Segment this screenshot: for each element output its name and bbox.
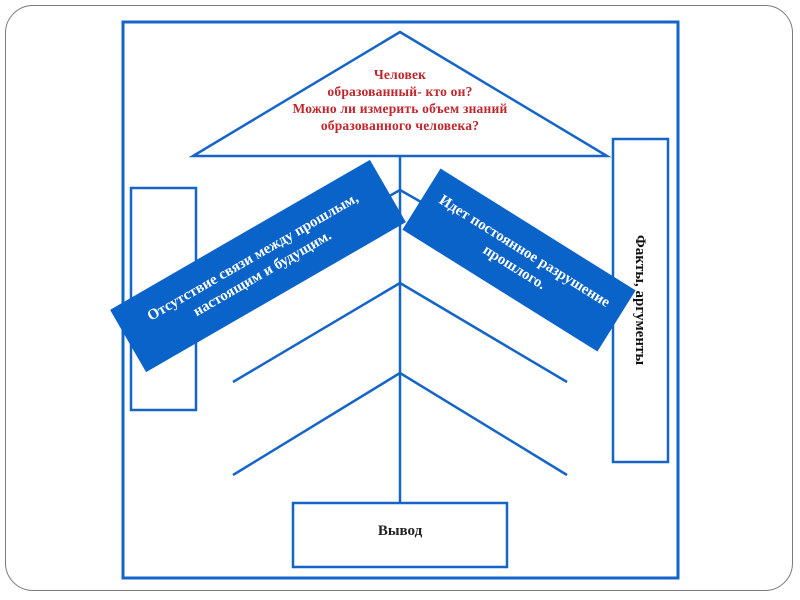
slide-frame <box>5 5 793 591</box>
branch-right-3 <box>399 371 568 477</box>
roof-line-3: Можно ли измерить объем знаний <box>292 101 508 116</box>
right-box-label: Факты, аргументы <box>632 234 648 366</box>
roof-line-2: образованный- кто он? <box>327 84 473 99</box>
roof-line-1: Человек <box>373 67 427 82</box>
outer-diagram-border <box>121 20 680 580</box>
branch-right-2 <box>399 281 568 384</box>
conclusion-box <box>291 501 509 569</box>
branch-left-2 <box>232 281 401 384</box>
conclusion-label: Вывод <box>377 523 423 539</box>
branch-left-3 <box>232 371 401 477</box>
roof-question: Человек образованный- кто он? Можно ли и… <box>250 66 550 134</box>
roof-line-4: образованного человека? <box>320 118 480 133</box>
